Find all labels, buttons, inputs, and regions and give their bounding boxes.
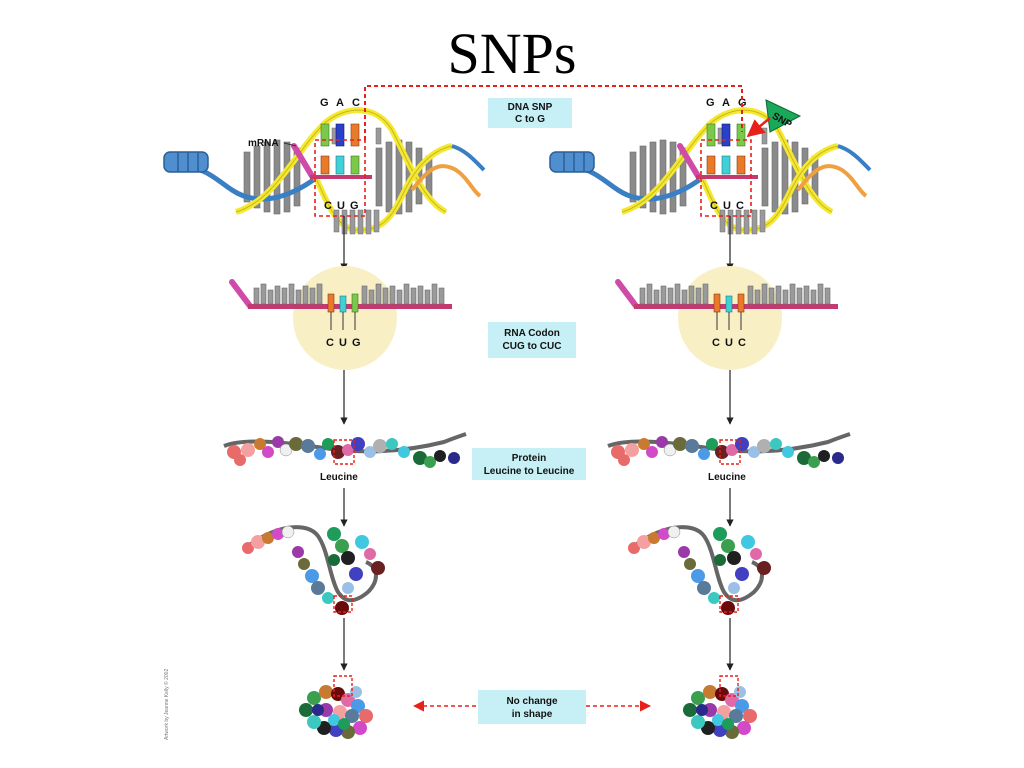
left-dna-base-2: A: [336, 97, 344, 109]
rna-codon-box-line1: RNA Codon: [504, 328, 560, 339]
left-rna-strand: [232, 282, 452, 330]
left-codon-1: C: [326, 337, 334, 349]
right-folded-highlight: [719, 595, 739, 613]
slide-title: SNPs: [447, 21, 577, 86]
right-dna-base-2: A: [722, 97, 730, 109]
left-mrna-strand: [291, 143, 372, 179]
dna-snp-box-line1: DNA SNP: [508, 102, 553, 113]
right-rna-base-2: U: [723, 200, 731, 212]
left-codon-2: U: [339, 337, 347, 349]
protein-box-line2: Leucine to Leucine: [484, 466, 575, 477]
snp-tag: SNP: [746, 99, 802, 138]
left-codon-3: G: [352, 337, 361, 349]
left-rna-base-2: U: [337, 200, 345, 212]
mrna-pointer: [283, 142, 297, 147]
right-triplet-highlight: [700, 139, 752, 217]
rna-codon-box-line2: CUG to CUC: [503, 341, 562, 352]
right-mrna-strand: [677, 143, 758, 179]
right-codon-1: C: [712, 337, 720, 349]
left-dna-base-letters: G A C: [320, 97, 360, 109]
left-folded-protein: [240, 524, 387, 617]
left-rna-base-3: G: [350, 200, 359, 212]
dna-snp-box-line2: C to G: [515, 114, 545, 125]
right-protein-chain: [606, 432, 852, 470]
right-codon-3: C: [738, 337, 746, 349]
right-glob-highlight: [719, 675, 739, 697]
right-rna-base-3: C: [736, 200, 744, 212]
right-leucine-label: Leucine: [708, 472, 746, 483]
artwork-credit: Artwork by Jeanne Kelly © 2002: [163, 669, 170, 740]
no-change-box-line2: in shape: [512, 709, 553, 720]
dna-snp-box: DNA SNP C to G: [488, 98, 572, 128]
mrna-label: mRNA: [248, 138, 279, 149]
right-leucine-highlight: [719, 439, 741, 465]
left-rna-base-letters: C U G: [324, 200, 359, 212]
right-codon-2: U: [725, 337, 733, 349]
right-globular-protein: [683, 685, 757, 739]
left-rna-base-1: C: [324, 200, 332, 212]
left-dna-base-3: C: [352, 97, 360, 109]
right-dna-base-1: G: [706, 97, 715, 109]
right-rna-base-1: C: [710, 200, 718, 212]
left-dna-base-rods: [320, 123, 360, 175]
left-glob-highlight: [333, 675, 353, 697]
right-dna-base-letters: G A G: [706, 97, 747, 109]
right-codon-letters: C U C: [712, 337, 746, 349]
left-folded-highlight: [333, 595, 353, 613]
left-leucine-highlight: [333, 439, 355, 465]
right-dna-base-rods: [706, 123, 746, 175]
protein-box: Protein Leucine to Leucine: [472, 448, 586, 480]
left-leucine-label: Leucine: [320, 472, 358, 483]
right-rna-strand: [618, 282, 838, 330]
protein-box-line1: Protein: [512, 453, 546, 464]
right-codon-circle: [678, 266, 782, 370]
left-protein-chain: [222, 432, 468, 470]
right-rna-base-letters: C U C: [710, 200, 744, 212]
left-globular-protein: [299, 685, 373, 739]
right-folded-protein: [626, 524, 773, 617]
rna-codon-box: RNA Codon CUG to CUC: [488, 322, 576, 358]
left-triplet-highlight: [314, 139, 366, 217]
left-dna-base-1: G: [320, 97, 329, 109]
no-change-box-line1: No change: [506, 696, 558, 707]
no-change-box: No change in shape: [478, 690, 586, 724]
left-codon-circle: [293, 266, 397, 370]
left-codon-letters: C U G: [326, 337, 361, 349]
